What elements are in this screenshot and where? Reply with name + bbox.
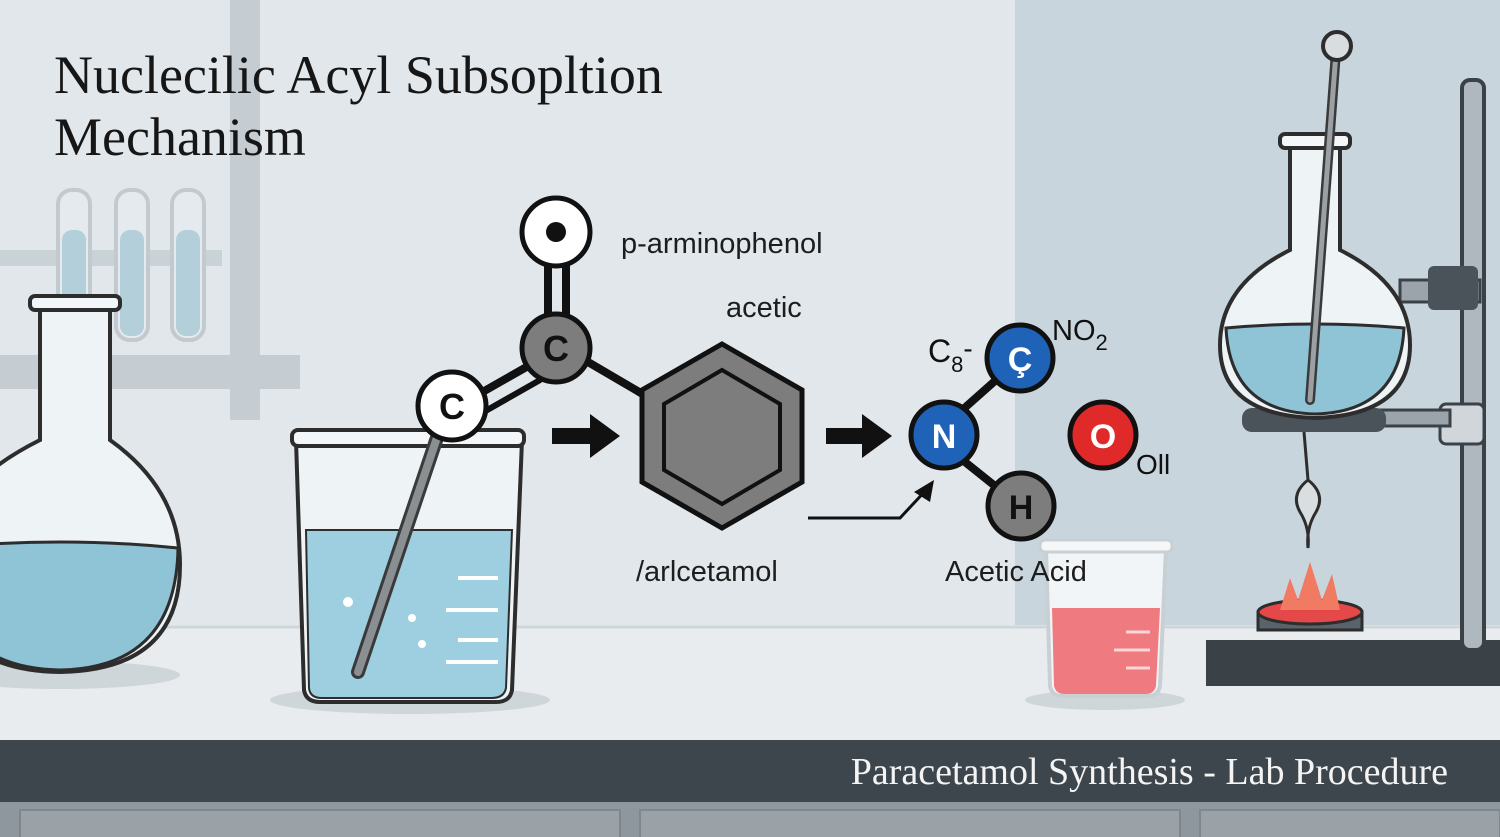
- oxygen-atom-red: O: [1067, 399, 1139, 471]
- hydrogen-label: H: [1009, 489, 1034, 527]
- carbonyl-carbon-atom: C: [519, 311, 593, 385]
- mechanism-arrow: [808, 480, 934, 520]
- reaction-arrow-2: [826, 414, 892, 458]
- benzene-ring: [639, 341, 805, 531]
- amide-carbon-atom: Ç: [984, 322, 1056, 394]
- product-label-paracetamol: /arlcetamol: [636, 556, 778, 588]
- c8-fragment-label: C8-: [928, 333, 973, 377]
- oxygen-atom-top: [519, 195, 593, 269]
- nitrogen-label: N: [932, 418, 957, 456]
- reactant-label-acetic: acetic: [726, 292, 802, 324]
- methyl-carbon-label: C: [439, 386, 465, 427]
- footer-bar: Paracetamol Synthesis - Lab Procedure: [0, 740, 1500, 802]
- stand-base: [1206, 640, 1500, 686]
- carbonyl-carbon-label: C: [543, 328, 569, 369]
- red-beaker: [1025, 538, 1185, 710]
- amide-carbon-label: Ç: [1008, 341, 1033, 379]
- footer-caption: Paracetamol Synthesis - Lab Procedure: [850, 751, 1448, 793]
- reactant-label-aminophenol: p-arminophenol: [621, 228, 823, 260]
- methyl-carbon-atom: C: [415, 369, 489, 443]
- beaker: [270, 398, 550, 714]
- wall-pillar: [230, 0, 260, 420]
- title-line-1: Nucleсilic Acyl Subsopltion: [54, 45, 663, 105]
- product-label-acetic-acid: Acetic Acid: [945, 556, 1087, 588]
- test-tube-rack: [0, 188, 222, 342]
- reaction-arrow-1: [552, 414, 620, 458]
- round-bottom-flask-left: [0, 294, 183, 689]
- hydrogen-atom: H: [985, 470, 1057, 542]
- ring-stand-apparatus: [1206, 30, 1500, 686]
- nitrogen-atom: N: [908, 399, 980, 471]
- title-line-2: Mechanism: [54, 107, 306, 167]
- page-title: Nucleсilic Acyl Subsopltion Mechanism: [54, 44, 663, 168]
- oh-fragment-label: Oll: [1136, 449, 1170, 480]
- no2-fragment-label: NO2: [1052, 315, 1108, 355]
- oxygen-label: O: [1090, 418, 1116, 456]
